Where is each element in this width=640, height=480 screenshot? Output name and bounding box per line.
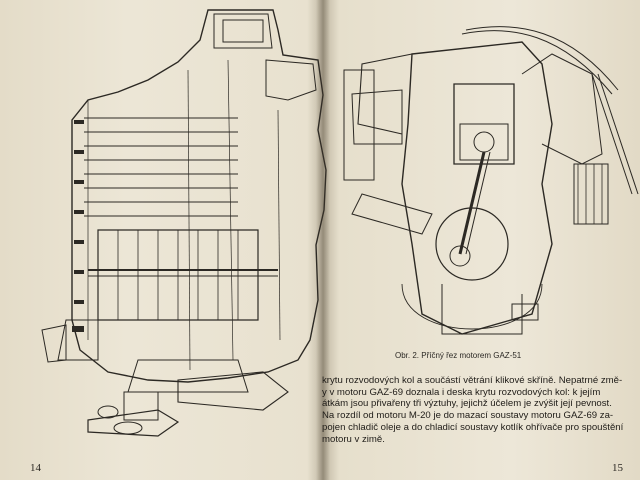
- engine-transverse-section-drawing: [343, 26, 639, 335]
- body-line: motoru v zimě.: [322, 433, 385, 445]
- left-page: 14: [30, 9, 327, 474]
- body-line: krytu rozvodových kol a součástí větrání…: [322, 375, 623, 386]
- body-line: y v motoru GAZ-69 doznala i deska krytu …: [322, 386, 601, 398]
- body-line: Na rozdíl od motoru M-20 je do mazací so…: [322, 410, 614, 422]
- right-page: Obr. 2. Příčný řez motorem GAZ-51 krytu …: [322, 0, 640, 480]
- body-text: krytu rozvodových kol a součástí větrání…: [322, 375, 636, 445]
- body-line: pojen chladič oleje a do chladicí sousta…: [322, 421, 624, 433]
- body-line: átkám jsou přivařeny tři výztuhy, jejich…: [322, 398, 612, 410]
- engine-longitudinal-section-drawing: [41, 9, 327, 437]
- page-number-right: 15: [612, 462, 623, 474]
- book-gutter: [316, 0, 330, 480]
- page-number-left: 14: [30, 462, 41, 474]
- figure-caption: Obr. 2. Příčný řez motorem GAZ-51: [395, 351, 522, 360]
